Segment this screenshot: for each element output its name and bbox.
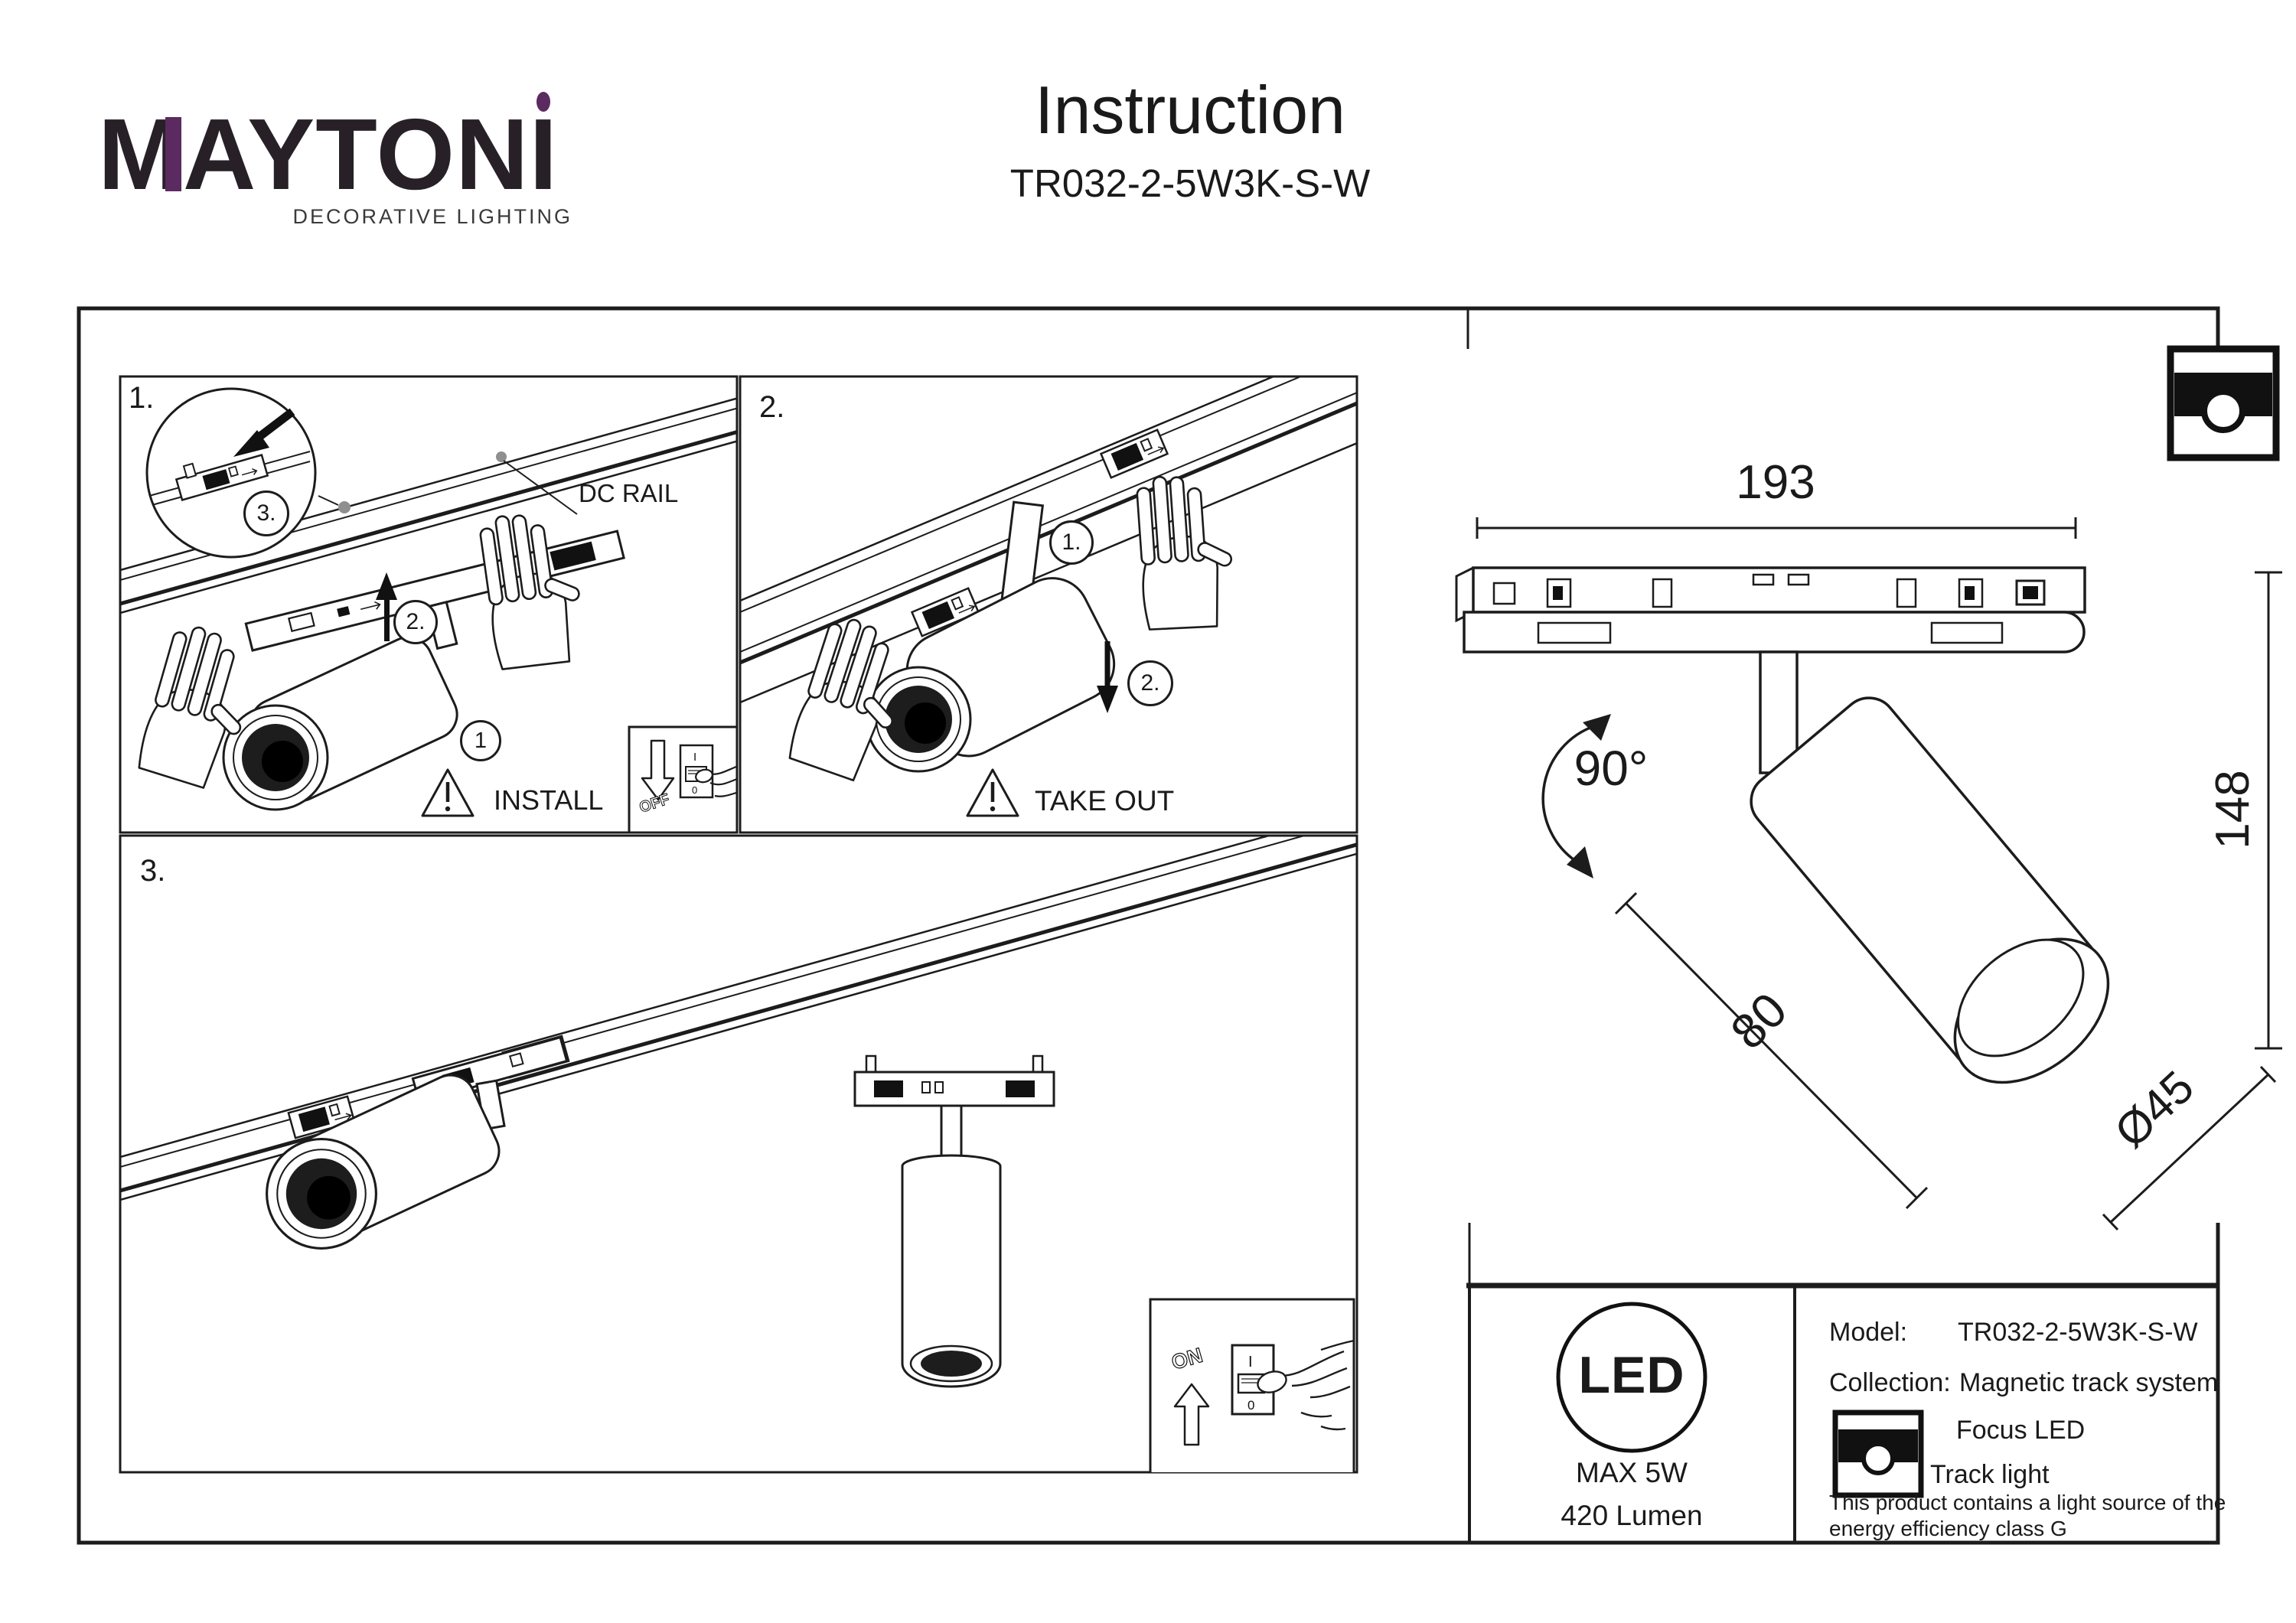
inset-arrow — [233, 430, 269, 457]
switch-off-glyph: 0 — [1247, 1398, 1254, 1413]
page-subtitle: TR032-2-5W3K-S-W — [1009, 161, 1371, 205]
dim-line-193 — [1476, 517, 2077, 539]
dim-rotation: 90° — [1574, 741, 1649, 796]
spot-stem — [1759, 650, 1799, 774]
track-light-icon — [1832, 1410, 1924, 1498]
switch-on-glyph: I — [693, 751, 696, 764]
switch-off-glyph: 0 — [692, 784, 697, 796]
dim-track-length: 193 — [1736, 456, 1815, 509]
logo-m-accent — [165, 117, 181, 191]
led-badge — [1556, 1302, 1707, 1453]
panel-takeout-art — [740, 376, 1357, 817]
collection-value: Magnetic track system — [1959, 1368, 2219, 1397]
spot-lens — [222, 704, 329, 811]
pull-step-badge: 2. — [1127, 660, 1173, 706]
arrow-down — [1097, 641, 1118, 713]
arrow-down-outline-icon — [641, 739, 675, 801]
power-off-inset: OFF I 0 — [628, 725, 737, 833]
arrow-up — [376, 572, 397, 641]
step-1-label: 1. — [129, 381, 155, 415]
right-hand — [476, 506, 592, 673]
type-line1: Focus LED — [1956, 1416, 2086, 1445]
outer-frame — [77, 306, 2220, 1545]
arrow-up-outline-icon — [1173, 1383, 1210, 1446]
logo-i-dot — [536, 92, 551, 112]
spot-lens — [266, 1138, 377, 1250]
warning-triangle-icon — [421, 768, 475, 817]
luminous-flux: 420 Lumen — [1561, 1500, 1703, 1531]
dc-rail-label: DC RAIL — [579, 479, 679, 507]
model-label: Model: — [1829, 1318, 1908, 1347]
page-title: Instruction — [1035, 72, 1345, 148]
brand-logo: MAYTONI — [98, 92, 558, 205]
power-on-inset: ON I 0 — [1149, 1298, 1355, 1472]
right-hand — [1134, 471, 1240, 633]
install-warning-label: INSTALL — [494, 784, 604, 816]
dimension-drawing — [1455, 517, 2282, 1231]
eco-line1: This product contains a light source of … — [1829, 1491, 2226, 1514]
max-power: MAX 5W — [1576, 1457, 1688, 1488]
led-badge-text: LED — [1578, 1346, 1685, 1404]
dim-height: 148 — [2206, 770, 2259, 849]
dim-line-80 — [1614, 891, 1929, 1210]
lift-step-badge: 2. — [393, 600, 438, 644]
dim-line-148 — [2255, 571, 2282, 1050]
takeout-warning-label: TAKE OUT — [1035, 785, 1175, 816]
logo-tagline: DECORATIVE LIGHTING — [292, 205, 572, 228]
rotation-arc — [1541, 724, 1597, 865]
dim-line-45 — [2102, 1065, 2277, 1231]
zoom-inset-art — [148, 451, 311, 507]
rail-marker-dot — [496, 451, 507, 462]
step-2-label: 2. — [759, 390, 785, 424]
switch-on-glyph: I — [1248, 1354, 1253, 1370]
warning-triangle-icon — [966, 768, 1019, 817]
unit-step-badge: 1 — [460, 720, 501, 761]
model-value: TR032-2-5W3K-S-W — [1958, 1318, 2198, 1347]
step-3-label: 3. — [140, 854, 166, 888]
panel-final-art: ON I 0 — [120, 836, 1357, 1472]
hanging-spot — [853, 1054, 1055, 1388]
collection-label: Collection: — [1829, 1368, 1951, 1397]
hold-step-badge: 1. — [1049, 520, 1094, 565]
inset-step-badge: 3. — [243, 490, 289, 536]
spot-cylinder — [1750, 696, 2110, 1084]
type-line2: Track light — [1930, 1460, 2050, 1489]
eco-line2: energy efficiency class G — [1829, 1517, 2067, 1540]
track-adapter — [244, 530, 625, 652]
track-light-icon — [2167, 345, 2280, 461]
